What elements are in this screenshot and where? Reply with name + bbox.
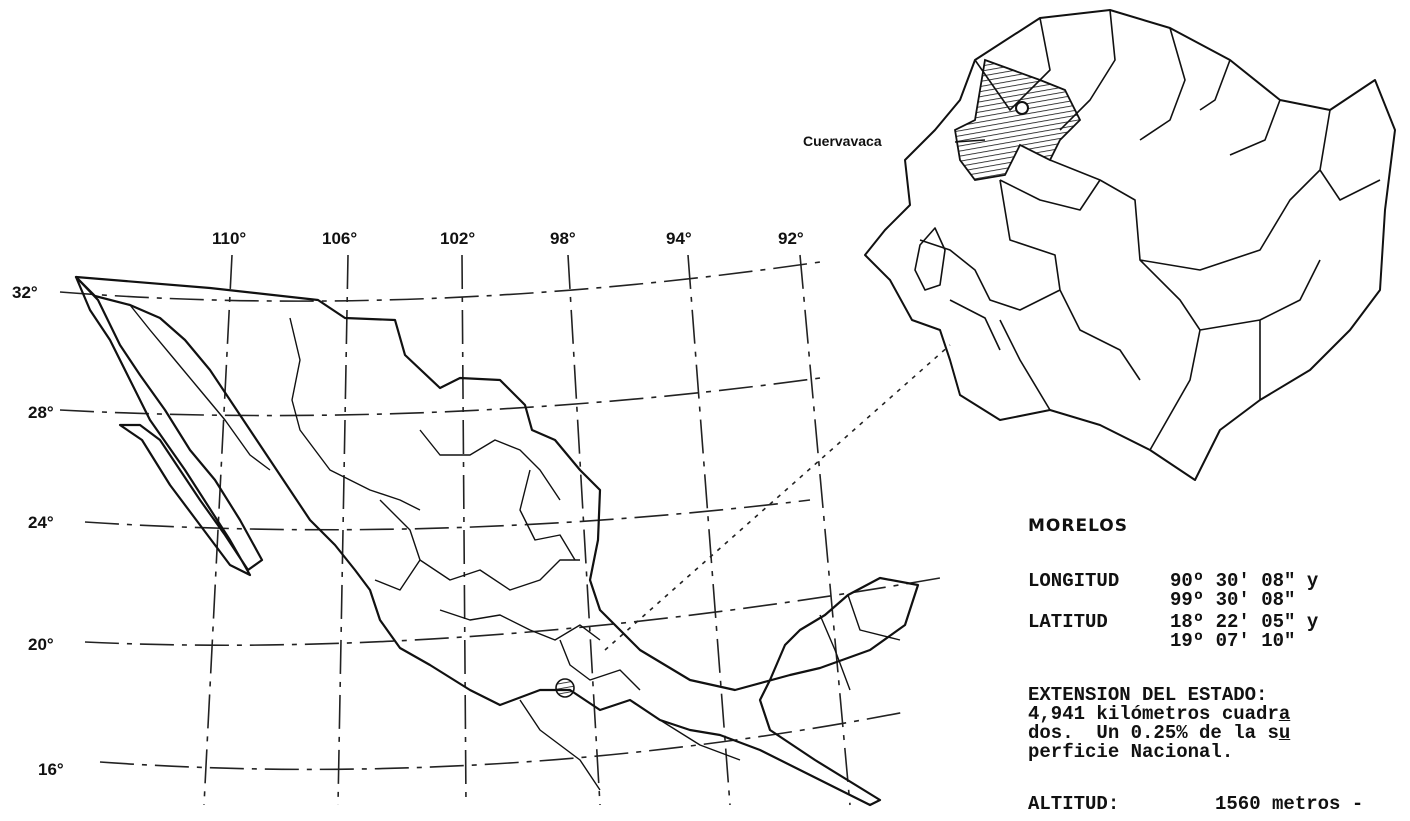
cuernavaca-leader-line (954, 139, 986, 143)
state-border-11 (819, 614, 851, 691)
latitude-line-24 (84, 499, 811, 531)
latitud-value-1: 18º 22' 05" y (1170, 611, 1319, 633)
state-border-2 (289, 317, 421, 511)
latitude-label: 28° (28, 403, 54, 422)
latitude-labels: 32° 28° 24° 20° 16° (12, 283, 64, 779)
latitude-line-28 (59, 377, 821, 417)
longitude-label: 94° (666, 229, 692, 248)
mexico-mainland-outline (74, 275, 920, 807)
longitude-label: 106° (322, 229, 357, 248)
extension-line-2: dos. Un 0.25% de la su (1028, 722, 1291, 744)
longitude-label: 98° (550, 229, 576, 248)
altitud-label: ALTITUD: (1028, 793, 1120, 815)
state-border-10 (659, 719, 741, 761)
longitude-label: 102° (440, 229, 475, 248)
latitude-line-32 (59, 261, 821, 302)
state-border-9 (519, 699, 601, 791)
longitude-line-106 (337, 254, 349, 806)
yucatan-border (847, 594, 901, 641)
extension-line-1: 4,941 kilómetros cuadra (1028, 703, 1291, 725)
baja-california-outline (74, 275, 264, 577)
inset-city-label: Cuervavaca (803, 133, 882, 149)
longitud-value-2: 99º 30' 08" (1170, 589, 1296, 611)
altitud-value: 1560 metros - (1215, 793, 1364, 815)
state-title: MORELOS (1028, 516, 1128, 536)
inset-connector-line (604, 344, 951, 651)
state-border-4 (374, 499, 421, 591)
longitud-value-1: 90º 30' 08" y (1170, 570, 1319, 592)
morelos-location-marker (555, 678, 575, 698)
extension-heading: EXTENSION DEL ESTADO: (1028, 684, 1268, 706)
morelos-outline (864, 9, 1396, 481)
longitude-lines (203, 254, 851, 806)
cuernavaca-municipality (954, 58, 1082, 181)
longitude-line-110 (203, 254, 233, 806)
morelos-inset-map (864, 9, 1396, 481)
cuernavaca-city-marker (1015, 101, 1029, 115)
latitude-line-16 (99, 711, 906, 771)
longitude-label: 92° (778, 229, 804, 248)
longitude-line-98 (567, 254, 601, 806)
longitude-line-102 (461, 254, 467, 806)
longitud-label: LONGITUD (1028, 570, 1120, 592)
inset-lake (914, 227, 946, 291)
latitude-label: 16° (38, 760, 64, 779)
state-border-3 (419, 429, 561, 501)
latitud-label: LATITUD (1028, 611, 1108, 633)
longitude-labels: 110° 106° 102° 98° 94° 92° (212, 229, 804, 248)
state-border-6 (439, 609, 601, 641)
latitud-value-2: 19º 07' 10" (1170, 630, 1296, 652)
mexico-map (74, 275, 920, 807)
state-border-8 (559, 639, 641, 691)
extension-line-3: perficie Nacional. (1028, 741, 1234, 763)
latitude-label: 24° (28, 513, 54, 532)
latitude-label: 32° (12, 283, 38, 302)
state-border-7 (519, 469, 576, 561)
longitude-line-92 (799, 254, 851, 806)
state-border-1 (129, 304, 271, 471)
longitude-label: 110° (212, 229, 246, 248)
latitude-line-20 (84, 577, 941, 647)
state-border-5 (419, 559, 580, 591)
latitude-lines (59, 261, 941, 771)
longitude-line-94 (687, 254, 731, 806)
latitude-label: 20° (28, 635, 54, 654)
